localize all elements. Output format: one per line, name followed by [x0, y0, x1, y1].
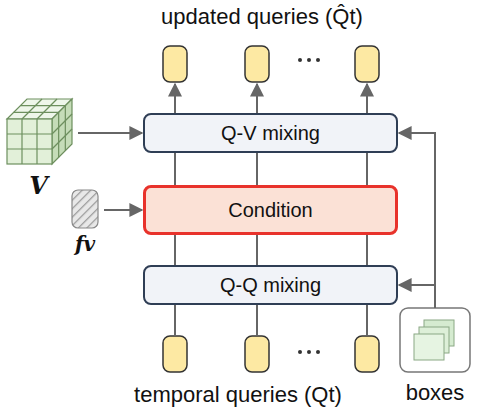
node-caption: boxes	[360, 380, 482, 406]
node-text: Q-Q mixing	[220, 274, 321, 297]
connector	[175, 153, 367, 185]
connector	[104, 210, 142, 211]
connector-line	[399, 133, 435, 308]
tensor-node: V	[5, 99, 72, 165]
connectors	[78, 133, 435, 308]
connector-line	[174, 235, 176, 265]
connector-line	[256, 153, 258, 185]
connector-line	[256, 235, 258, 265]
cube-illustration	[7, 99, 72, 164]
node-text: Condition	[228, 199, 313, 222]
condition-box: Condition	[143, 185, 398, 235]
axis-label: temporal queries (Qt)	[38, 382, 438, 408]
axis-label: updated queries (Q̂t)	[62, 4, 462, 30]
connector	[175, 235, 367, 265]
process-box: Q-V mixing	[143, 113, 398, 153]
feature-block	[72, 190, 98, 228]
connector-line	[174, 153, 176, 185]
boxes-node: boxes	[400, 308, 470, 372]
node-caption: V	[0, 171, 112, 200]
connector	[399, 133, 435, 308]
feature-node: fv	[72, 190, 98, 228]
node-caption: fv	[32, 232, 138, 256]
connector-line	[104, 209, 142, 211]
node-text: Q-V mixing	[221, 122, 320, 145]
connector-line	[78, 132, 142, 134]
process-box: Q-Q mixing	[143, 265, 398, 305]
connector-line	[399, 285, 435, 308]
connector-line	[366, 235, 368, 265]
connector	[399, 285, 435, 308]
boxes-icon	[400, 308, 470, 372]
connector-line	[366, 153, 368, 185]
connector	[78, 133, 142, 134]
